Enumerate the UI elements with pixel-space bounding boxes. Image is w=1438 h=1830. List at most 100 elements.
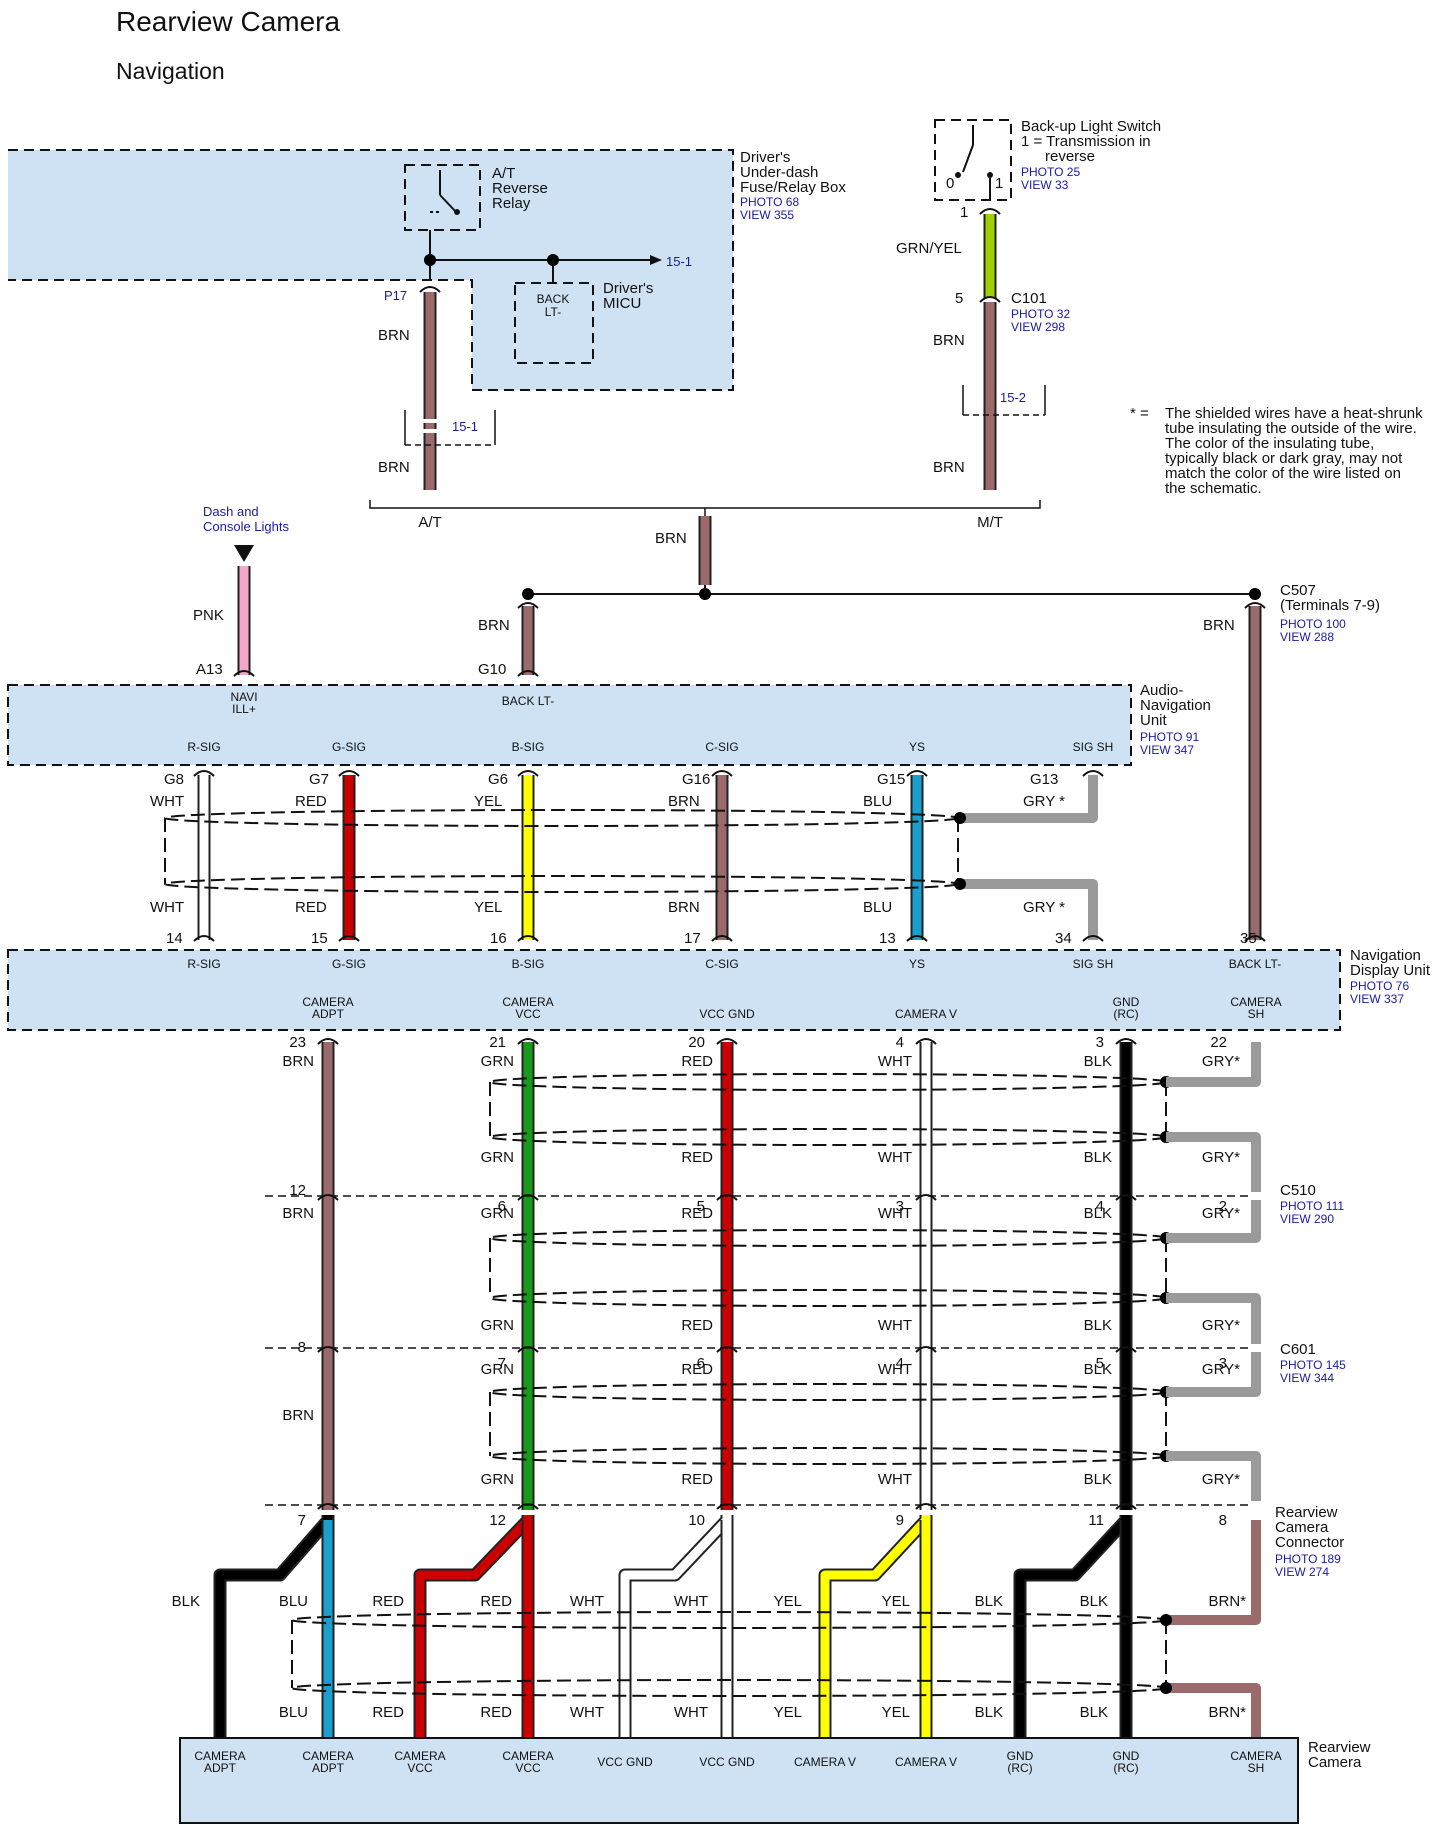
rc-red-1 bbox=[415, 1515, 533, 1745]
audio-nav-pin-3: C-SIG bbox=[705, 740, 738, 754]
sig-sh-bottom bbox=[960, 879, 1098, 940]
sig-shield-bottom bbox=[164, 875, 959, 893]
rc-wht-1 bbox=[620, 1515, 732, 1745]
cam-pin-3-3: 9 bbox=[896, 1512, 904, 1529]
cam-pin-mark-2-2 bbox=[716, 1346, 738, 1353]
micu-name: MICU bbox=[603, 295, 641, 312]
audio-nav-view: VIEW 347 bbox=[1140, 743, 1194, 757]
sig-pin-bottom-5 bbox=[1082, 935, 1104, 942]
sig-color-top-5: GRY * bbox=[1023, 793, 1065, 810]
at-wire-top-color: BRN bbox=[378, 327, 410, 344]
rc-color-top-5: WHT bbox=[674, 1593, 708, 1610]
cam-color-bottom-0-2: WHT bbox=[878, 1149, 912, 1166]
sig-pin-bottom-0: 14 bbox=[166, 930, 183, 947]
note-text: the schematic. bbox=[1165, 480, 1262, 497]
mt-wire-bottom-color: BRN bbox=[933, 459, 965, 476]
sig-pin-2: G6 bbox=[488, 771, 508, 788]
rc-color-top-8: BLK bbox=[975, 1593, 1003, 1610]
cam-color-bottom-0-0: GRN bbox=[481, 1149, 514, 1166]
rc-connector-name: Connector bbox=[1275, 1534, 1344, 1551]
cam-color-top-1-5: GRY* bbox=[1202, 1205, 1240, 1222]
relay-node bbox=[424, 254, 436, 266]
rearview-camera-name: Rearview bbox=[1308, 1739, 1371, 1756]
cam-color-top-1-0: BRN bbox=[282, 1205, 314, 1222]
merge-brace bbox=[369, 500, 1041, 509]
rc-color-top-7: YEL bbox=[882, 1593, 910, 1610]
rc-color-top-1: BLU bbox=[279, 1593, 308, 1610]
nav-display-view: VIEW 337 bbox=[1350, 992, 1404, 1006]
nav-top-pin-2: B-SIG bbox=[512, 957, 545, 971]
backup-switch-box bbox=[934, 119, 1012, 201]
micu-name: Driver's bbox=[603, 280, 653, 297]
c101-pin: 5 bbox=[955, 290, 963, 307]
rc-color-top-3: RED bbox=[480, 1593, 512, 1610]
cam-shield-0-bottom bbox=[489, 1128, 1167, 1146]
cam-shield-2-bottom bbox=[489, 1447, 1167, 1465]
nav-top-pin-3: C-SIG bbox=[705, 957, 738, 971]
audio-nav-pin-5: SIG SH bbox=[1073, 740, 1114, 754]
cam-color-bottom-1-2: WHT bbox=[878, 1317, 912, 1334]
note-text: typically black or dark gray, may not bbox=[1165, 450, 1403, 467]
rearview-pin-9: (RC) bbox=[1113, 1761, 1138, 1775]
a13-pin: A13 bbox=[196, 661, 223, 678]
nav-bottom-pin-2: VCC GND bbox=[699, 1007, 755, 1021]
fusebox-name: Driver's bbox=[740, 149, 790, 166]
sig-pin-bottom-1 bbox=[338, 935, 360, 942]
cam-color-top-0-2: RED bbox=[681, 1053, 713, 1070]
cam-pin-mark-1-3 bbox=[517, 1503, 539, 1510]
ref-arrow-label: 15-1 bbox=[666, 254, 692, 269]
sig-pin-top-0 bbox=[193, 770, 215, 777]
cam-pin-0-3: 4 bbox=[896, 1034, 904, 1051]
rearview-pin-4: VCC GND bbox=[597, 1755, 653, 1769]
relay-name: A/T bbox=[492, 165, 515, 182]
sig-pin-bottom-4: 13 bbox=[879, 930, 896, 947]
rc-blk-1-outline bbox=[213, 1513, 335, 1745]
cam-color-bottom-2-4: GRY* bbox=[1202, 1471, 1240, 1488]
sig-pin-bottom-2: 16 bbox=[490, 930, 507, 947]
note-marker: * = bbox=[1130, 405, 1149, 422]
c507-name: (Terminals 7-9) bbox=[1280, 597, 1380, 614]
cam-pin-1-0: 12 bbox=[289, 1182, 306, 1199]
gry-drain-bottom-1 bbox=[1166, 1293, 1261, 1344]
relay-name: Relay bbox=[492, 195, 531, 212]
switch-pos1: 1 bbox=[995, 175, 1003, 192]
cam-shield-0-top bbox=[489, 1073, 1167, 1091]
cam-color-top-2-4: BLK bbox=[1084, 1361, 1112, 1378]
pnk-color: PNK bbox=[193, 607, 224, 624]
rearview-pin-2: CAMERA bbox=[394, 1749, 445, 1763]
cam-pin-mark-0-3 bbox=[317, 1503, 339, 1510]
rearview-pin-8: (RC) bbox=[1007, 1761, 1032, 1775]
back-lt-label: BACK LT- bbox=[502, 694, 554, 708]
fusebox-name: Under-dash bbox=[740, 164, 818, 181]
rc-color-bottom-1: RED bbox=[372, 1704, 404, 1721]
rearview-pin-3: VCC bbox=[515, 1761, 541, 1775]
rearview-pin-9: GND bbox=[1113, 1749, 1140, 1763]
nav-top-pin-0: R-SIG bbox=[187, 957, 220, 971]
audio-nav-pin-0: R-SIG bbox=[187, 740, 220, 754]
rearview-pin-1: ADPT bbox=[312, 1761, 345, 1775]
rc-color-top-2: RED bbox=[372, 1593, 404, 1610]
cam-pin-3-2: 10 bbox=[688, 1512, 705, 1529]
sig-pin-bottom-1: 15 bbox=[311, 930, 328, 947]
sig-shield-top bbox=[164, 809, 959, 827]
navi-ill-label: NAVI bbox=[230, 690, 257, 704]
cam-pin-mark-4-2 bbox=[1115, 1346, 1137, 1353]
bus-node-right bbox=[1249, 588, 1261, 600]
sig-shield-dot-bottom bbox=[954, 878, 966, 890]
cam-color-bottom-0-4: GRY* bbox=[1202, 1149, 1240, 1166]
cam-color-top-1-1: GRN bbox=[481, 1205, 514, 1222]
cam-pin-0-2: 20 bbox=[688, 1034, 705, 1051]
micu-backlt: BACK bbox=[537, 292, 570, 306]
c507-photo: PHOTO 100 bbox=[1280, 617, 1346, 631]
rc-blk-2 bbox=[1015, 1515, 1131, 1745]
sig-color-top-1: RED bbox=[295, 793, 327, 810]
cam-pin-mark-1-0 bbox=[517, 1038, 539, 1045]
c601-photo: PHOTO 145 bbox=[1280, 1358, 1346, 1372]
cam-shield-2-top bbox=[489, 1383, 1167, 1401]
cam-color-top-2-3: WHT bbox=[878, 1361, 912, 1378]
dash-lights-name: Dash and bbox=[203, 504, 259, 519]
back-lt-color: BRN bbox=[478, 617, 510, 634]
audio-nav-pin-2: B-SIG bbox=[512, 740, 545, 754]
rc-connector-view: VIEW 274 bbox=[1275, 1565, 1329, 1579]
